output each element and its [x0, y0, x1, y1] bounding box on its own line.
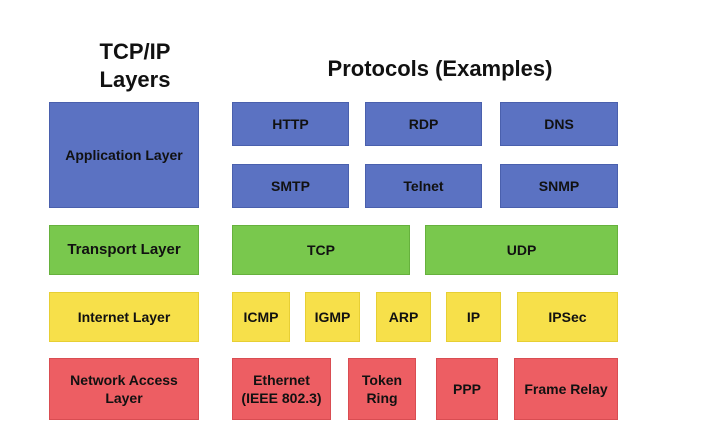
protocol-token-ring-label-line2: Ring [366, 390, 398, 406]
protocol-dns-label: DNS [544, 116, 574, 132]
network-access-layer-box: Network Access Layer [49, 358, 199, 420]
protocol-arp: ARP [376, 292, 431, 342]
layers-title-line2: Layers [99, 67, 171, 92]
protocol-ppp: PPP [436, 358, 498, 420]
protocol-rdp-label: RDP [408, 116, 439, 132]
transport-layer-box: Transport Layer [49, 225, 199, 275]
protocol-smtp-label: SMTP [271, 178, 310, 194]
protocol-http: HTTP [232, 102, 349, 146]
protocol-rdp: RDP [365, 102, 482, 146]
application-layer-label: Application Layer [65, 147, 183, 163]
protocol-udp-label: UDP [506, 242, 537, 258]
protocol-ppp-label: PPP [452, 381, 481, 397]
protocol-igmp: IGMP [305, 292, 360, 342]
protocol-udp: UDP [425, 225, 618, 275]
protocol-ipsec: IPSec [517, 292, 618, 342]
protocol-frame-relay: Frame Relay [514, 358, 618, 420]
protocol-token-ring-label-line1: Token [361, 372, 403, 388]
internet-layer-label: Internet Layer [77, 309, 171, 325]
protocols-column-title: Protocols (Examples) [327, 56, 553, 81]
protocol-ethernet: Ethernet (IEEE 802.3) [232, 358, 331, 420]
protocol-tcp-label: TCP [307, 242, 335, 258]
protocol-telnet-label: Telnet [403, 178, 444, 194]
protocol-smtp: SMTP [232, 164, 349, 208]
protocol-icmp: ICMP [232, 292, 290, 342]
protocol-ethernet-label-line1: Ethernet [253, 372, 310, 388]
protocol-token-ring: Token Ring [348, 358, 416, 420]
protocol-tcp: TCP [232, 225, 410, 275]
protocol-arp-label: ARP [388, 309, 419, 325]
protocol-frame-relay-label: Frame Relay [524, 381, 608, 397]
layers-title-line1: TCP/IP [99, 39, 171, 64]
protocol-ipsec-label: IPSec [548, 309, 587, 325]
protocol-ip-label: IP [466, 309, 481, 325]
protocol-icmp-label: ICMP [243, 309, 279, 325]
protocol-ip: IP [446, 292, 501, 342]
network-access-label-line2: Layer [105, 390, 143, 406]
protocol-igmp-label: IGMP [314, 309, 351, 325]
protocol-snmp-label: SNMP [538, 178, 580, 194]
protocol-ethernet-label-line2: (IEEE 802.3) [241, 390, 322, 406]
protocol-snmp: SNMP [500, 164, 618, 208]
protocol-telnet: Telnet [365, 164, 482, 208]
protocol-http-label: HTTP [272, 116, 309, 132]
transport-layer-label: Transport Layer [67, 241, 181, 258]
layers-column-title: TCP/IP Layers [60, 38, 210, 94]
network-access-label-line1: Network Access [70, 372, 178, 388]
internet-layer-box: Internet Layer [49, 292, 199, 342]
application-layer-box: Application Layer [49, 102, 199, 208]
protocol-dns: DNS [500, 102, 618, 146]
